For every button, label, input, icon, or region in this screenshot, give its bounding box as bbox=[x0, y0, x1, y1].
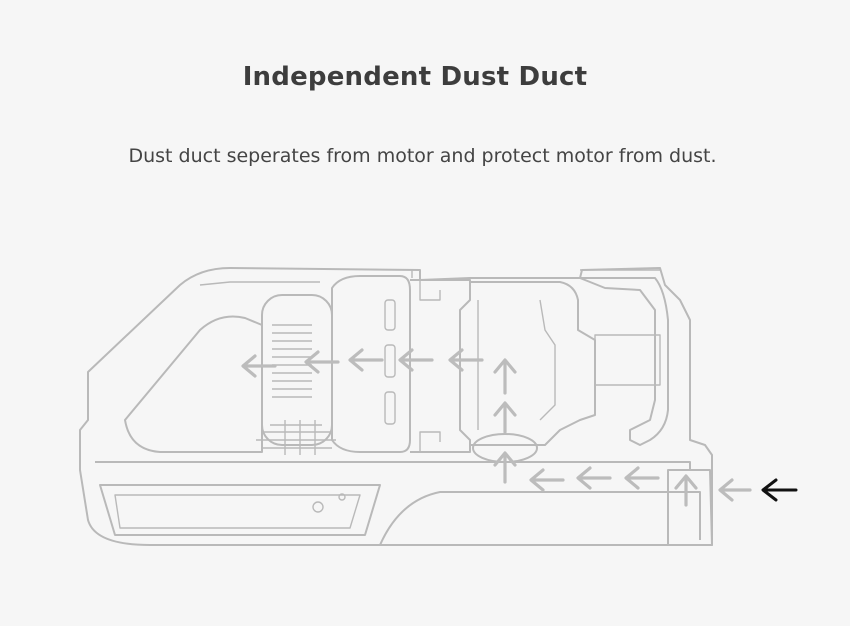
arrow-up-icon bbox=[493, 358, 517, 395]
arrow-left-icon bbox=[448, 348, 484, 372]
connector-notches bbox=[419, 280, 441, 452]
airflow-arrows bbox=[241, 348, 798, 507]
cyclone-chamber bbox=[470, 281, 596, 446]
arrow-up-icon bbox=[674, 474, 698, 507]
page-subtitle: Dust duct seperates from motor and prote… bbox=[128, 145, 717, 167]
arrow-left-icon bbox=[348, 348, 384, 372]
filter-slot-bottom bbox=[384, 391, 396, 425]
arrow-left-icon bbox=[576, 466, 612, 490]
filter-slot-mid bbox=[384, 344, 396, 378]
vacuum-outline bbox=[79, 267, 713, 546]
dust-bin-cap bbox=[580, 269, 661, 386]
arrow-up-icon bbox=[493, 401, 517, 434]
filter-housing bbox=[331, 275, 411, 453]
duct-channel bbox=[379, 491, 701, 546]
filter-slot-top bbox=[384, 299, 396, 331]
page-title: Independent Dust Duct bbox=[242, 62, 588, 92]
connector-ring bbox=[410, 279, 471, 453]
arrow-left-icon bbox=[718, 478, 752, 502]
dust-bin bbox=[579, 277, 669, 446]
arrow-left-icon bbox=[761, 478, 798, 502]
handle-top bbox=[199, 281, 320, 286]
handle-grip bbox=[124, 315, 263, 453]
battery-panel-inner bbox=[114, 494, 361, 529]
handle-outline bbox=[79, 267, 713, 546]
cyclone-inner bbox=[477, 299, 556, 430]
arrow-left-icon bbox=[624, 466, 660, 490]
motor-vent-slots bbox=[272, 324, 312, 398]
motor-housing bbox=[261, 294, 333, 446]
indicator-light bbox=[338, 493, 346, 501]
bottom-vent-grille bbox=[256, 420, 336, 455]
arrow-left-icon bbox=[304, 350, 340, 374]
arrow-left-icon bbox=[241, 354, 277, 378]
arrow-left-icon bbox=[398, 348, 434, 372]
arrow-left-icon bbox=[529, 468, 565, 492]
power-button bbox=[312, 501, 324, 513]
intake-nozzle bbox=[667, 469, 713, 546]
arrow-up-icon bbox=[493, 451, 517, 484]
bottom-base bbox=[95, 461, 710, 471]
battery-panel bbox=[99, 484, 381, 536]
